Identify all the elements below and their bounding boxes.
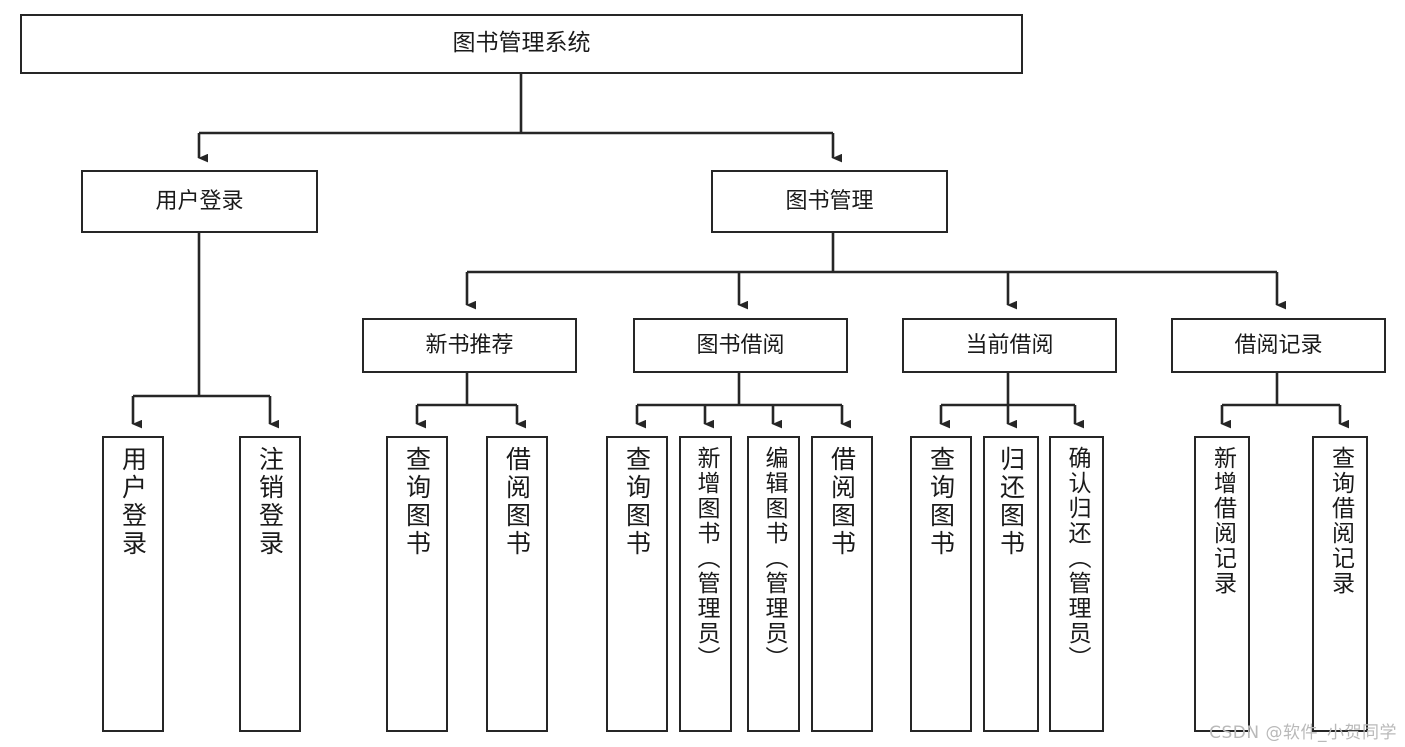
node-leaf-confirm-return[interactable]: 确认归还（管理员） bbox=[1049, 436, 1104, 732]
node-leaf-query-record[interactable]: 查询借阅记录 bbox=[1312, 436, 1368, 732]
node-leaf-borrow-book-2[interactable]: 借阅图书 bbox=[811, 436, 873, 732]
node-leaf-borrow-book-1-label: 借阅图书 bbox=[502, 446, 532, 558]
node-leaf-query-record-label: 查询借阅记录 bbox=[1327, 446, 1354, 596]
node-root[interactable]: 图书管理系统 bbox=[20, 14, 1023, 74]
node-leaf-add-record-label: 新增借阅记录 bbox=[1209, 446, 1236, 596]
node-leaf-query-book-2[interactable]: 查询图书 bbox=[606, 436, 668, 732]
node-leaf-user-login[interactable]: 用户登录 bbox=[102, 436, 164, 732]
csdn-watermark: CSDN @软件_小贺同学 bbox=[1209, 723, 1397, 743]
node-book-manage[interactable]: 图书管理 bbox=[711, 170, 948, 233]
node-leaf-query-book-1-label: 查询图书 bbox=[402, 446, 432, 558]
node-book-borrow-label: 图书借阅 bbox=[696, 332, 785, 358]
node-leaf-user-logout[interactable]: 注销登录 bbox=[239, 436, 301, 732]
node-root-label: 图书管理系统 bbox=[452, 30, 591, 57]
node-leaf-add-book-label: 新增图书（管理员） bbox=[693, 446, 719, 671]
node-leaf-return-book-label: 归还图书 bbox=[996, 446, 1026, 558]
node-leaf-edit-book[interactable]: 编辑图书（管理员） bbox=[747, 436, 800, 732]
node-book-borrow[interactable]: 图书借阅 bbox=[633, 318, 848, 373]
node-leaf-user-logout-label: 注销登录 bbox=[255, 446, 285, 558]
node-user-login[interactable]: 用户登录 bbox=[81, 170, 318, 233]
node-leaf-return-book[interactable]: 归还图书 bbox=[983, 436, 1039, 732]
node-leaf-edit-book-label: 编辑图书（管理员） bbox=[761, 446, 787, 671]
node-leaf-confirm-return-label: 确认归还（管理员） bbox=[1064, 446, 1090, 671]
node-book-manage-label: 图书管理 bbox=[785, 188, 874, 214]
node-user-login-label: 用户登录 bbox=[155, 188, 244, 214]
node-leaf-borrow-book-2-label: 借阅图书 bbox=[827, 446, 857, 558]
node-leaf-query-book-3[interactable]: 查询图书 bbox=[910, 436, 972, 732]
node-leaf-borrow-book-1[interactable]: 借阅图书 bbox=[486, 436, 548, 732]
node-leaf-query-book-3-label: 查询图书 bbox=[926, 446, 956, 558]
node-leaf-add-record[interactable]: 新增借阅记录 bbox=[1194, 436, 1250, 732]
node-borrow-record[interactable]: 借阅记录 bbox=[1171, 318, 1386, 373]
node-new-book-rec-label: 新书推荐 bbox=[425, 332, 514, 358]
node-leaf-user-login-label: 用户登录 bbox=[118, 446, 148, 558]
node-leaf-query-book-2-label: 查询图书 bbox=[622, 446, 652, 558]
node-borrow-record-label: 借阅记录 bbox=[1234, 332, 1323, 358]
node-leaf-query-book-1[interactable]: 查询图书 bbox=[386, 436, 448, 732]
node-current-borrow[interactable]: 当前借阅 bbox=[902, 318, 1117, 373]
node-leaf-add-book[interactable]: 新增图书（管理员） bbox=[679, 436, 732, 732]
node-current-borrow-label: 当前借阅 bbox=[965, 332, 1054, 358]
node-new-book-rec[interactable]: 新书推荐 bbox=[362, 318, 577, 373]
